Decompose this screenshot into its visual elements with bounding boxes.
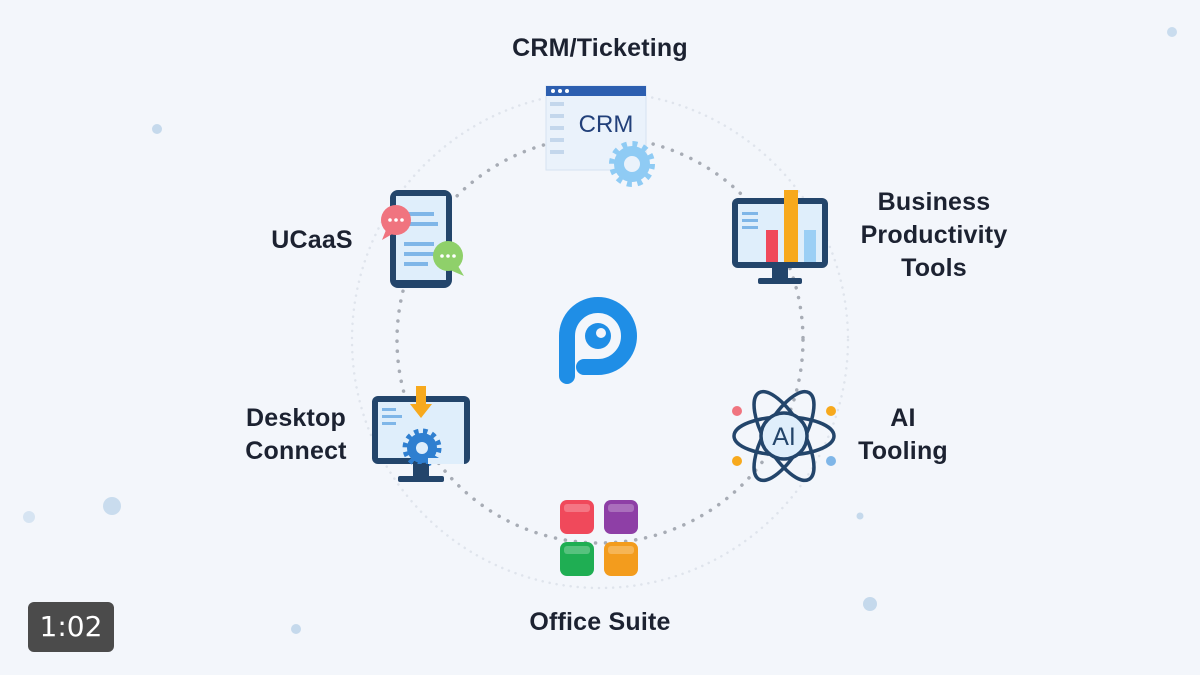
ucaas-label-line: UCaaS [271,226,353,254]
ai-label-line: Tooling [858,437,948,465]
ai-label-line: AI [890,404,916,432]
bg-dot [103,497,121,515]
ucaas-label: UCaaS [252,224,372,257]
crm-ticketing-label: CRM/Ticketing [470,32,730,65]
monitor-download-gear-icon [372,386,470,482]
bg-dot [863,597,877,611]
brand-p-logo-icon [559,297,637,384]
crm-window-gear-icon: CRM [545,85,655,187]
crm-icon-text: CRM [579,111,634,138]
bg-dot [291,624,301,634]
dotted-ring [395,135,805,545]
bg-dot [152,124,162,134]
business-label-line: Productivity [860,221,1008,249]
outer-faint-ring [350,90,850,590]
business-productivity-label: Business Productivity Tools [834,186,1034,285]
business-label-line: Tools [901,254,967,282]
desktop-label-line: Desktop [245,404,347,432]
business-label-line: Business [877,188,991,216]
monitor-bar-chart-icon [732,190,828,284]
crm-label-line: CRM/Ticketing [512,34,688,62]
ai-atom-icon: AI [732,389,836,483]
office-label-line: Office Suite [529,608,671,636]
ai-tooling-label: AI Tooling [840,402,966,468]
desktop-connect-label: Desktop Connect [226,402,366,468]
ai-icon-text: AI [772,423,796,451]
office-suite-label: Office Suite [490,606,710,639]
video-timestamp: 1:02 [28,602,114,652]
phone-chat-bubbles-icon [381,190,464,288]
app-tile-grid-icon [560,500,638,576]
desktop-label-line: Connect [245,437,347,465]
bg-dot [856,512,864,520]
bg-dot [1167,27,1177,37]
bg-dot [23,511,35,523]
